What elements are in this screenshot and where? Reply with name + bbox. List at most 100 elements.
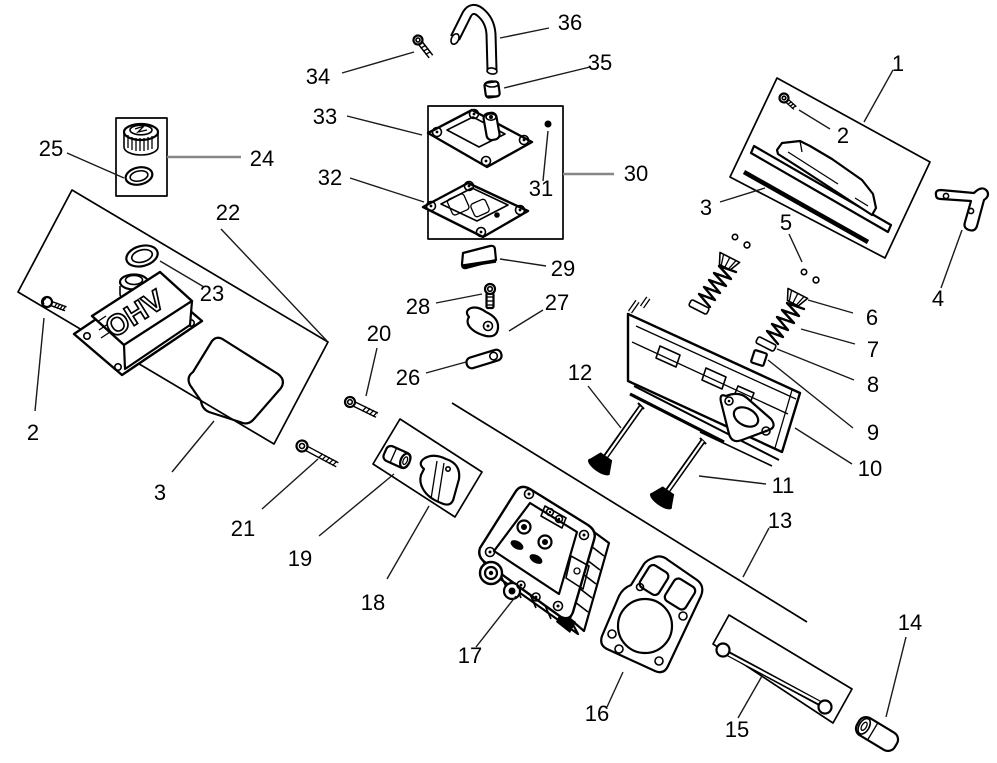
callout-31: 31	[529, 176, 553, 201]
breather-cover	[426, 108, 534, 169]
box-breather-kit	[427, 105, 564, 240]
callout-12: 12	[568, 360, 592, 385]
head-bolt-20	[343, 395, 379, 418]
breather-grommet	[483, 80, 501, 99]
callout-33: 33	[313, 104, 337, 129]
leader-8	[776, 348, 855, 381]
callout-35: 35	[588, 50, 612, 75]
callout-27: 27	[545, 290, 569, 315]
head-subassembly	[626, 296, 802, 467]
leader-lines	[34, 27, 963, 719]
leader-20	[365, 347, 378, 397]
callout-15: 15	[725, 717, 749, 742]
cylinder-head	[478, 485, 611, 636]
callout-3-left: 3	[154, 480, 166, 505]
callout-6: 6	[866, 305, 878, 330]
leader-11	[698, 475, 767, 485]
callout-1: 1	[892, 51, 904, 76]
callout-16: 16	[585, 701, 609, 726]
cover-oring	[125, 244, 159, 268]
leader-34	[341, 51, 415, 74]
box-push-rod-kit	[712, 614, 853, 724]
callout-25: 25	[39, 136, 63, 161]
leader-9	[767, 359, 854, 429]
intake-valve-11	[650, 437, 707, 510]
leader-32	[349, 177, 425, 203]
box-rocker-cover-kit	[729, 77, 931, 259]
callout-10: 10	[858, 456, 882, 481]
valve-seal-square	[750, 349, 768, 367]
leader-13	[742, 527, 770, 578]
box-valve-cover-kit	[17, 189, 329, 445]
leader-26	[425, 361, 467, 374]
callout-2-top: 2	[837, 123, 849, 148]
rocker-cover	[749, 139, 893, 234]
callout-13: 13	[768, 508, 792, 533]
callout-17: 17	[458, 643, 482, 668]
push-rod	[715, 642, 833, 715]
callout-36: 36	[558, 10, 582, 35]
callout-24: 24	[250, 146, 274, 171]
cover-screw-top	[778, 92, 797, 110]
leader-25	[66, 152, 125, 179]
exhaust-valve-12	[588, 402, 645, 476]
valve-spring-left	[697, 264, 738, 309]
spring-seat-left	[688, 299, 710, 315]
leader-2-top	[798, 109, 831, 130]
head-bolt-21	[295, 439, 339, 468]
leader-33	[346, 115, 423, 136]
callout-34: 34	[306, 64, 330, 89]
mounting-bracket	[934, 187, 990, 232]
leader-19	[318, 473, 395, 537]
leader-7	[800, 328, 856, 345]
callout-23: 23	[200, 281, 224, 306]
guide-wedge	[460, 244, 498, 270]
leader-35	[503, 66, 591, 89]
leader-31	[542, 130, 549, 182]
rocker-pivot	[465, 306, 500, 338]
leader-6	[807, 299, 854, 314]
cap-19	[382, 444, 412, 470]
valve-keepers-left	[731, 233, 751, 249]
spring-seat-right	[755, 336, 777, 352]
leader-18	[386, 505, 430, 580]
callout-20: 20	[367, 321, 391, 346]
callout-4: 4	[932, 286, 944, 311]
cap-18	[419, 454, 461, 506]
callout-2-left: 2	[27, 420, 39, 445]
leader-2-left	[34, 317, 45, 412]
valve-keepers-right	[800, 268, 820, 284]
cover-screw-left	[40, 295, 67, 312]
leader-14	[885, 636, 907, 718]
leader-27	[508, 309, 544, 332]
head-gasket	[600, 555, 704, 674]
cover-gasket	[187, 336, 285, 425]
leader-17	[475, 595, 517, 648]
callout-26: 26	[396, 365, 420, 390]
callout-7: 7	[867, 337, 879, 362]
leader-5	[788, 233, 803, 263]
callout-11: 11	[772, 473, 795, 498]
callout-3-top: 3	[700, 195, 712, 220]
valve-cover-ohv: OHV	[72, 270, 204, 377]
leader-15	[737, 675, 763, 719]
valve-spring-right	[765, 301, 806, 346]
adjuster-screw	[483, 282, 497, 310]
callout-29: 29	[551, 256, 575, 281]
box-cap-kit	[372, 418, 483, 518]
breather-screw-dot	[544, 120, 552, 128]
leader-28	[435, 293, 483, 304]
callout-18: 18	[361, 590, 385, 615]
callout-21: 21	[231, 516, 255, 541]
callout-5: 5	[780, 210, 792, 235]
callout-22: 22	[216, 200, 240, 225]
leader-3-left	[171, 420, 215, 473]
oil-cap-oring	[124, 166, 154, 186]
callout-labels: 1 2 3 4 5 6 7 8 9 10 11 12 13 14 15 16 1…	[27, 10, 944, 742]
breather-tube	[450, 3, 498, 75]
breather-reed-plate	[421, 180, 530, 239]
leader-3-top	[719, 187, 766, 203]
leader-12	[587, 385, 622, 429]
